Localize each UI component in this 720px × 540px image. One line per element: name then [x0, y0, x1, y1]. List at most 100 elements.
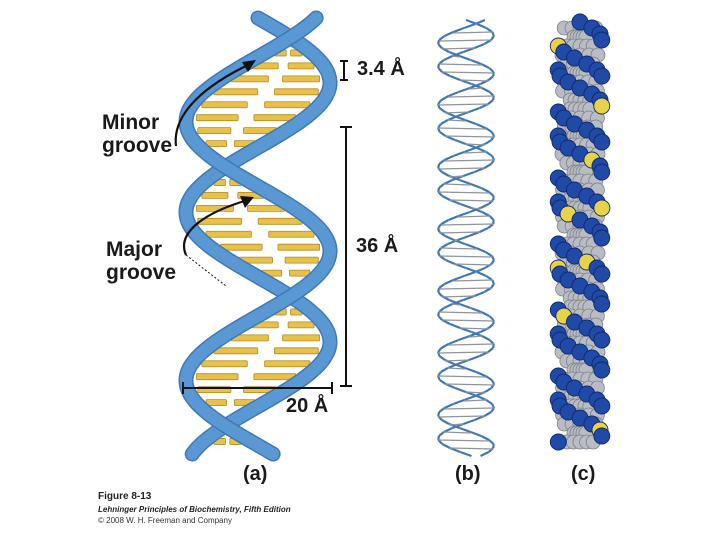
- backbone-stick: [437, 163, 441, 169]
- backbone-stick: [463, 146, 476, 154]
- base-stick: [442, 319, 494, 322]
- backbone-stick: [453, 114, 466, 122]
- backbone-stick: [452, 50, 464, 58]
- backbone-stick: [490, 379, 495, 385]
- space-filling-model: [549, 13, 611, 451]
- minor-groove-arrowhead: [242, 60, 256, 72]
- backbone-atom: [593, 31, 611, 49]
- base-pair: [230, 334, 321, 342]
- base-stick: [448, 343, 494, 346]
- base-stick: [448, 95, 494, 98]
- backbone-stick: [468, 354, 480, 362]
- backbone-stick: [474, 414, 485, 422]
- base-stick: [447, 119, 466, 122]
- backbone-stick: [445, 134, 456, 142]
- base-stick: [449, 199, 494, 202]
- backbone-stick: [437, 67, 443, 73]
- base-stick: [441, 295, 475, 298]
- backbone-stick: [449, 446, 461, 454]
- backbone-stick: [470, 306, 482, 314]
- base-pair: [201, 360, 311, 368]
- backbone-stick: [437, 187, 440, 193]
- width-bracket: [182, 382, 333, 394]
- backbone-stick: [485, 275, 493, 281]
- backbone-stick: [480, 187, 490, 193]
- backbone-stick: [437, 99, 443, 105]
- base-stick: [443, 183, 471, 186]
- base-stick: [465, 143, 485, 146]
- base-stick: [449, 175, 464, 178]
- backbone-stick: [437, 291, 443, 297]
- backbone-stick: [448, 50, 460, 58]
- backbone-stick: [437, 411, 441, 417]
- backbone-stick: [437, 287, 441, 293]
- backbone-stick: [441, 71, 451, 77]
- backbone-stick: [449, 74, 461, 82]
- backbone-stick: [444, 31, 454, 37]
- base-stick: [453, 239, 458, 242]
- minor-groove-label: Minor groove: [102, 111, 172, 157]
- backbone-stick: [484, 387, 493, 393]
- backbone-stick: [440, 219, 449, 225]
- backbone-stick: [438, 35, 446, 41]
- backbone-stick: [448, 214, 459, 222]
- backbone-stick: [440, 95, 449, 101]
- backbone-stick: [491, 31, 495, 37]
- backbone-stick: [492, 95, 495, 101]
- book-title: Lehninger Principles of Biochemistry, Fi…: [98, 505, 291, 514]
- backbone-stick: [438, 407, 446, 413]
- backbone-stick: [470, 182, 482, 190]
- backbone-stick: [459, 302, 471, 310]
- backbone-stick: [485, 127, 493, 133]
- backbone-stick: [444, 234, 455, 242]
- backbone-stick: [458, 86, 471, 94]
- backbone-atom: [593, 97, 611, 115]
- backbone-stick: [443, 427, 453, 433]
- backbone-atom: [593, 427, 611, 445]
- backbone-stick: [437, 223, 443, 229]
- base-stick: [474, 23, 478, 26]
- backbone-stick: [458, 334, 471, 342]
- backbone-stick: [452, 274, 465, 282]
- backbone-stick: [488, 315, 495, 321]
- backbone-stick: [491, 403, 495, 409]
- backbone-stick: [452, 298, 464, 306]
- backbone-stick: [454, 138, 467, 146]
- backbone-stick: [483, 287, 492, 293]
- base-stick: [452, 303, 460, 306]
- backbone-stick: [437, 311, 440, 317]
- backbone-stick: [437, 63, 440, 69]
- minor-groove-label-line1: Minor: [102, 111, 160, 134]
- backbone-stick: [453, 362, 466, 370]
- backbone-stick: [448, 298, 460, 306]
- backbone-stick: [490, 255, 495, 261]
- backbone-stick: [488, 439, 495, 445]
- backbone-stick: [490, 283, 495, 289]
- backbone-stick: [491, 155, 495, 161]
- backbone-atom: [593, 331, 611, 349]
- backbone-stick: [452, 398, 465, 406]
- backbone-stick: [483, 411, 492, 417]
- panel-label-c: (c): [571, 463, 596, 485]
- backbone-stick: [459, 178, 471, 186]
- backbone-stick: [444, 155, 454, 161]
- base-stick: [444, 159, 494, 162]
- backbone-stick: [464, 118, 477, 126]
- backbone-stick: [441, 419, 450, 425]
- backbone-stick: [448, 338, 459, 346]
- backbone-stick: [491, 279, 495, 285]
- base-pair: [238, 256, 319, 264]
- base-stick: [447, 367, 466, 370]
- backbone-stick: [488, 339, 495, 345]
- backbone-stick: [438, 183, 445, 189]
- panel-label-a: (a): [243, 463, 268, 485]
- backbone-stick: [459, 326, 472, 334]
- backbone-stick: [437, 247, 442, 253]
- base-pair: [195, 373, 297, 381]
- base-stick: [469, 87, 483, 90]
- major-groove-pointer-tail: [185, 254, 227, 287]
- backbone-atom: [549, 433, 567, 451]
- backbone-stick: [437, 39, 441, 45]
- base-stick: [445, 135, 495, 138]
